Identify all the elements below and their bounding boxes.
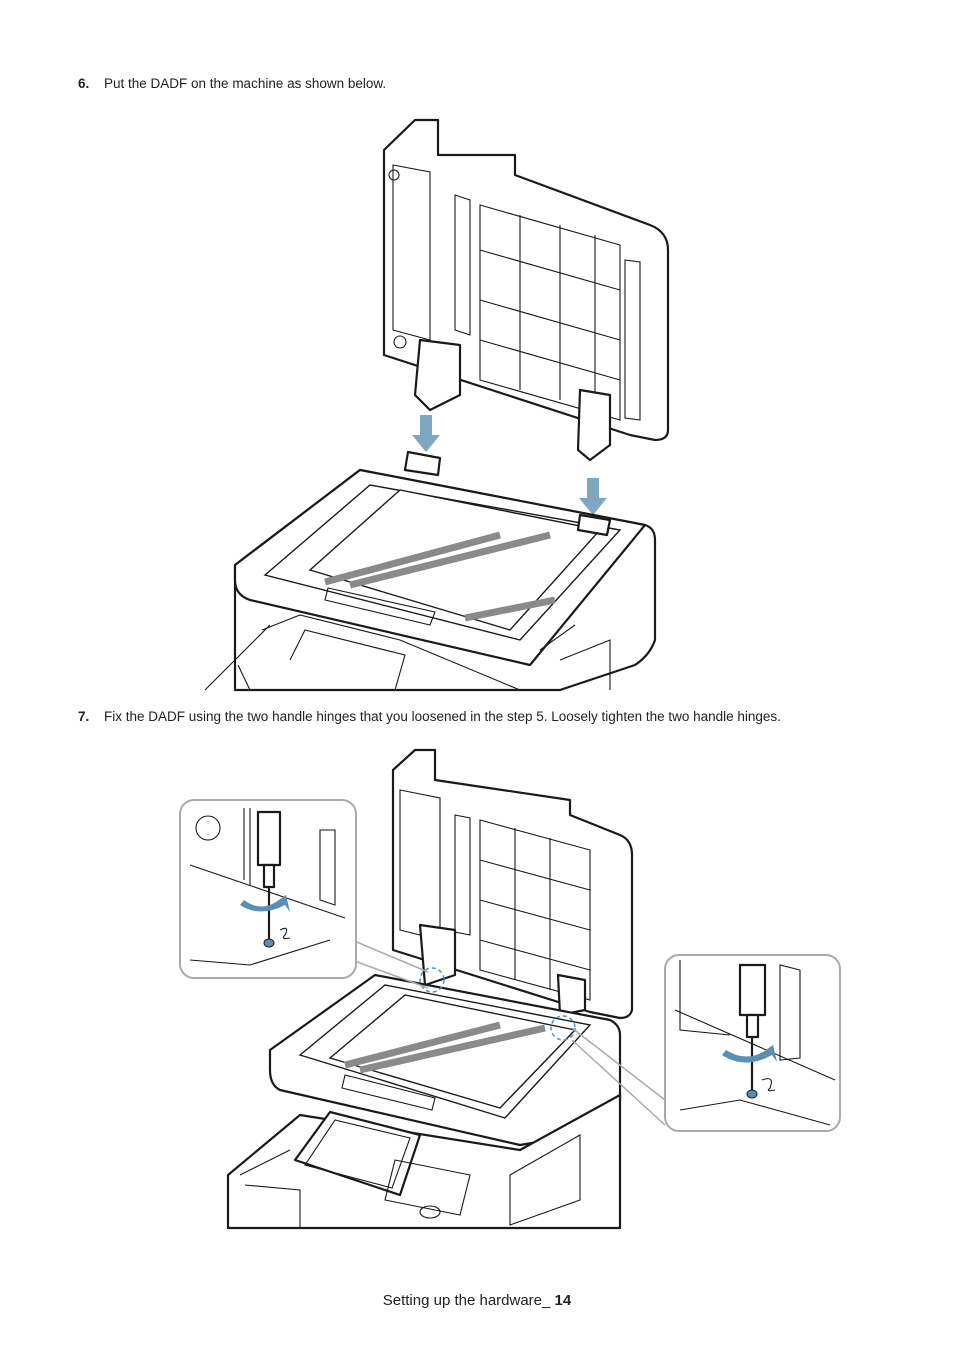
scanner-unit-mounted (268, 967, 622, 1147)
step-text: Put the DADF on the machine as shown bel… (104, 76, 387, 91)
step-number: 6. (78, 76, 90, 91)
down-arrow-right (579, 478, 607, 515)
step-text: Fix the DADF using the two handle hinges… (104, 709, 781, 724)
callout-right-hinge (664, 954, 841, 1132)
callout-left-hinge (179, 799, 357, 979)
step-6: 6. Put the DADF on the machine as shown b… (78, 75, 386, 93)
down-arrow-left (412, 415, 440, 452)
footer-text: Setting up the hardware_ (382, 1292, 551, 1309)
scanner-unit (204, 450, 657, 692)
step-number: 7. (78, 709, 90, 724)
step-7: 7. Fix the DADF using the two handle hing… (78, 708, 781, 726)
down-arrows (412, 415, 607, 515)
dadf-placement-illustration (204, 118, 670, 692)
dadf-unit-mounted (391, 748, 634, 1020)
page-footer: Setting up the hardware_ 14 (0, 1292, 954, 1309)
page-number: 14 (554, 1292, 572, 1309)
machine-body (226, 1093, 622, 1230)
dadf-unit (382, 118, 670, 462)
